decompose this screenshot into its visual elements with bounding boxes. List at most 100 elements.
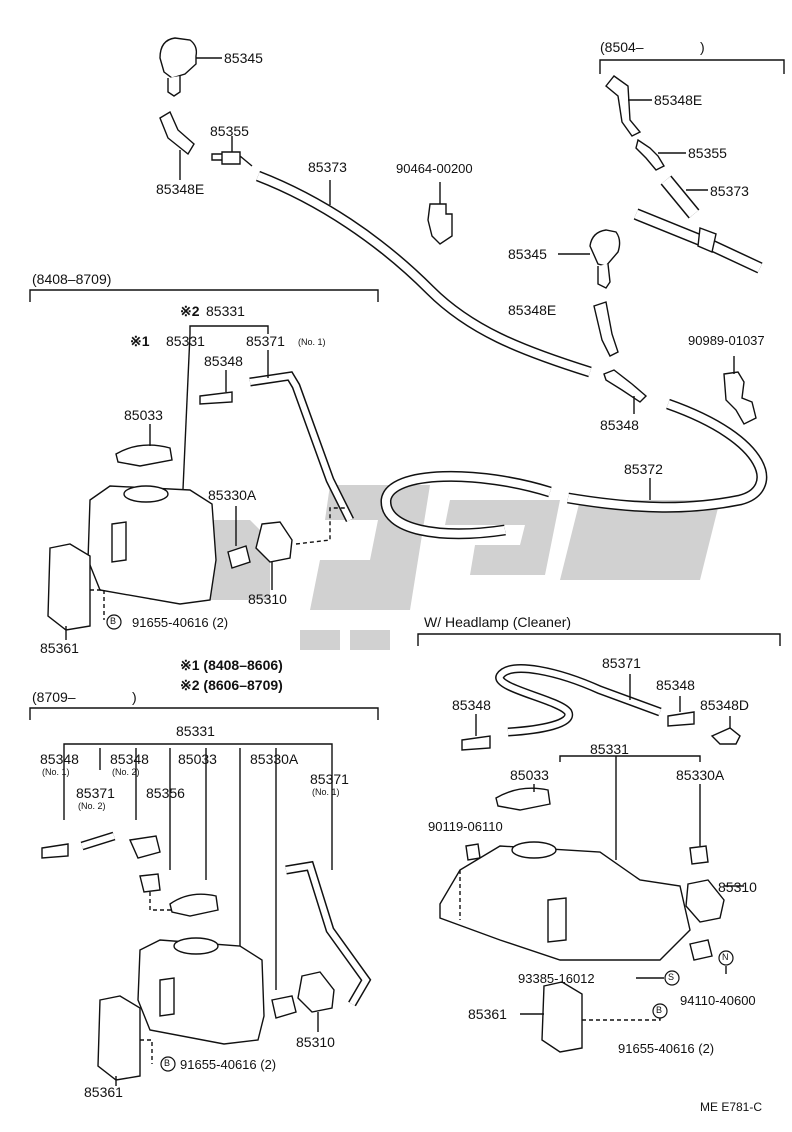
circle-b-c: B (656, 1005, 663, 1015)
circle-n: N (722, 952, 729, 962)
hose-elbow-right-mid (593, 301, 619, 357)
label-85371-no1-b: 85371 (310, 771, 349, 787)
label-85033-b: 85033 (178, 751, 217, 767)
label-85033-a: 85033 (124, 407, 163, 423)
label-91655-c: 91655-40616 (2) (618, 1041, 715, 1056)
circle-s: S (668, 972, 675, 982)
label-85331-c: 85331 (590, 741, 629, 757)
nut-94110 (689, 939, 727, 974)
hose-85371-c (495, 664, 662, 737)
label-90464-00200: 90464-00200 (396, 161, 473, 176)
footer-code: ME E781-C (700, 1100, 763, 1114)
label-85348D: 85348D (700, 697, 750, 713)
label-no2-b: (No. 2) (78, 801, 106, 811)
label-85355-top: 85355 (210, 123, 249, 139)
label-no2-b2: (No. 2) (112, 767, 140, 777)
label-85310-a: 85310 (248, 591, 287, 607)
connector-85348-c1 (461, 714, 491, 751)
label-85372: 85372 (624, 461, 663, 477)
label-91655-a: 91655-40616 (2) (132, 615, 229, 630)
label-range-8504-close: ) (700, 39, 705, 55)
leader-85331-group (189, 325, 269, 334)
label-85348-a: 85348 (204, 353, 243, 369)
connector-85348-no2-b (128, 835, 161, 859)
label-no1-a: (No. 1) (298, 337, 326, 347)
pump-85310-c (685, 879, 744, 923)
bracket-8709 (29, 707, 379, 720)
label-85330A-c: 85330A (676, 767, 725, 783)
pump-85310-b (297, 971, 335, 1032)
hose-85373-right-short (660, 175, 708, 219)
hose-85371-a (249, 350, 355, 523)
clip-90464 (427, 182, 453, 245)
circle-b-a: B (110, 616, 117, 626)
bracket-85361-b (97, 995, 153, 1086)
label-85348-no1-b: 85348 (40, 751, 79, 767)
label-85348-no2-b: 85348 (110, 751, 149, 767)
label-85373-top: 85373 (308, 159, 347, 175)
label-range-8709-close: ) (132, 689, 137, 705)
hose-tee-right (633, 208, 763, 274)
label-mark1: ※1 (130, 333, 150, 349)
label-85331-b: 85331 (176, 723, 215, 739)
label-85345-right: 85345 (508, 246, 547, 262)
label-85373-right: 85373 (710, 183, 749, 199)
tank-cap-85033-c (495, 784, 551, 811)
hose-85371-no1-b (285, 860, 372, 1007)
grommet-85330A-c (689, 784, 709, 865)
bracket-85361-a (47, 543, 105, 640)
label-85361-b: 85361 (84, 1084, 123, 1100)
connector-85348-right (603, 369, 648, 414)
connector-85348-a (199, 370, 233, 405)
label-85033-c: 85033 (510, 767, 549, 783)
label-85355-right: 85355 (688, 145, 727, 161)
check-valve-top-left (211, 136, 253, 167)
label-no1-b2: (No. 1) (312, 787, 340, 797)
hose-elbow-top-left (159, 110, 195, 180)
circle-markers (106, 614, 734, 1072)
pump-85310-a (255, 507, 346, 590)
check-valve-right (635, 138, 686, 171)
leader-85331-c (559, 755, 701, 762)
label-91655-b: 91655-40616 (2) (180, 1057, 277, 1072)
label-mark2: ※2 (180, 303, 200, 319)
label-no1-b1: (No. 1) (42, 767, 70, 777)
label-85348-c1: 85348 (452, 697, 491, 713)
label-85348-c2: 85348 (656, 677, 695, 693)
bracket-8504 (599, 59, 785, 74)
label-90989-01037: 90989-01037 (688, 333, 765, 348)
label-85356: 85356 (146, 785, 185, 801)
label-85310-c: 85310 (718, 879, 757, 895)
label-range-8709: (8709– (32, 689, 76, 705)
label-85330A-a: 85330A (208, 487, 257, 503)
hose-85372-loop (380, 398, 768, 540)
label-range-8504: (8504– (600, 39, 644, 55)
note-mark2: ※2 (8606–8709) (180, 677, 283, 693)
label-85361-a: 85361 (40, 640, 79, 656)
label-85348-right: 85348 (600, 417, 639, 433)
label-90119-06110: 90119-06110 (428, 819, 503, 834)
circle-b-b: B (164, 1058, 171, 1068)
label-85345-top: 85345 (224, 50, 263, 66)
tank-cap-85033-b (169, 893, 219, 917)
label-85310-b: 85310 (296, 1034, 335, 1050)
washer-nozzle-top-left (159, 37, 222, 97)
washer-tank-b (137, 937, 265, 1045)
label-85361-c: 85361 (468, 1006, 507, 1022)
label-85331-mark2: 85331 (206, 303, 245, 319)
connector-85348-c2 (667, 696, 695, 727)
tank-cap-85033-a (115, 424, 173, 467)
washer-nozzle-right (558, 229, 621, 289)
label-85348E-right2: 85348E (508, 302, 557, 318)
label-85348E-right: 85348E (654, 92, 703, 108)
washer-tank-c (439, 841, 691, 961)
hose-85371-no2-b (80, 831, 116, 851)
hose-85373-long (256, 170, 592, 378)
bracket-8408-8709 (29, 289, 379, 302)
label-85348E-top: 85348E (156, 181, 205, 197)
leader-85331-b (63, 743, 333, 748)
bolt-90119 (465, 843, 481, 861)
bracket-headlamp (417, 633, 781, 646)
hose-elbow-right-top (605, 75, 652, 137)
